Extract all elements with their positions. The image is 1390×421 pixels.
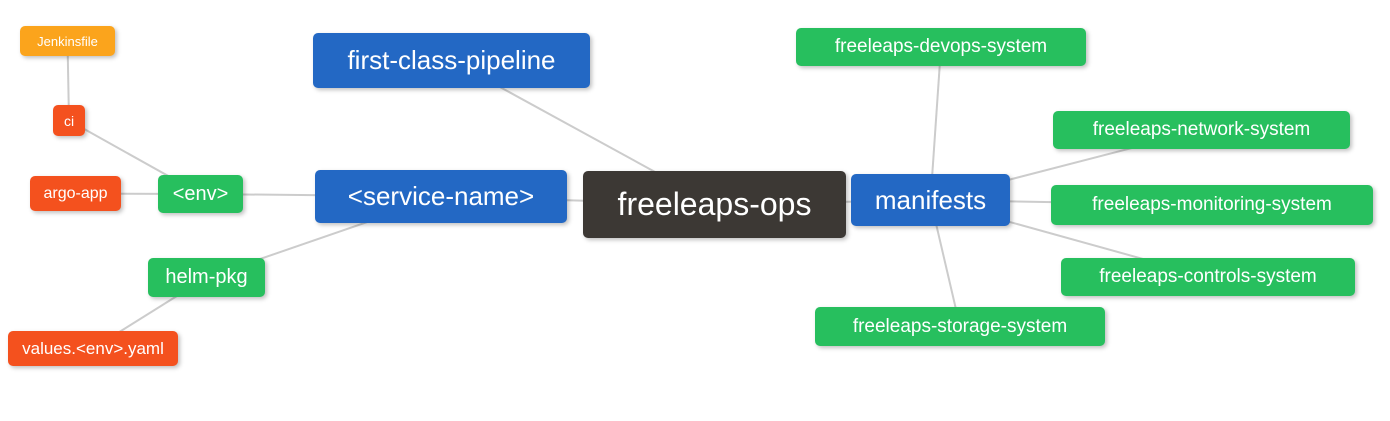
mindmap-node-freeleaps-storage-system[interactable]: freeleaps-storage-system <box>815 307 1105 346</box>
node-label: manifests <box>874 184 987 215</box>
mindmap-node-freeleaps-network-system[interactable]: freeleaps-network-system <box>1053 111 1350 149</box>
node-label: argo-app <box>43 184 108 202</box>
mindmap-node-values-env-yaml[interactable]: values.<env>.yaml <box>8 331 178 366</box>
node-label: ci <box>63 112 75 129</box>
mindmap-node-manifests[interactable]: manifests <box>851 174 1010 226</box>
node-label: first-class-pipeline <box>347 45 556 75</box>
node-label: <env> <box>172 182 229 205</box>
node-label: freeleaps-monitoring-system <box>1092 194 1332 215</box>
mindmap-node-service-name[interactable]: <service-name> <box>315 170 567 223</box>
node-label: freeleaps-ops <box>617 186 812 222</box>
mindmap-node-freeleaps-ops[interactable]: freeleaps-ops <box>583 171 846 238</box>
mindmap-node-jenkinsfile[interactable]: Jenkinsfile <box>20 26 115 56</box>
node-label: <service-name> <box>347 181 535 211</box>
node-label: freeleaps-devops-system <box>834 36 1048 57</box>
node-label: freeleaps-storage-system <box>852 315 1068 337</box>
node-label: values.<env>.yaml <box>22 338 164 358</box>
mindmap-node-freeleaps-monitoring-system[interactable]: freeleaps-monitoring-system <box>1051 185 1373 225</box>
mindmap-node-env[interactable]: <env> <box>158 175 243 213</box>
node-label: helm-pkg <box>165 266 248 288</box>
node-label: Jenkinsfile <box>37 33 98 49</box>
mindmap-node-freeleaps-devops-system[interactable]: freeleaps-devops-system <box>796 28 1086 66</box>
mindmap-node-argo-app[interactable]: argo-app <box>30 176 121 211</box>
mindmap-node-first-class-pipeline[interactable]: first-class-pipeline <box>313 33 590 88</box>
node-label: freeleaps-controls-system <box>1099 266 1317 287</box>
mindmap-node-helm-pkg[interactable]: helm-pkg <box>148 258 265 297</box>
mindmap-node-ci[interactable]: ci <box>53 105 85 136</box>
mindmap-node-freeleaps-controls-system[interactable]: freeleaps-controls-system <box>1061 258 1355 296</box>
node-label: freeleaps-network-system <box>1092 119 1311 140</box>
